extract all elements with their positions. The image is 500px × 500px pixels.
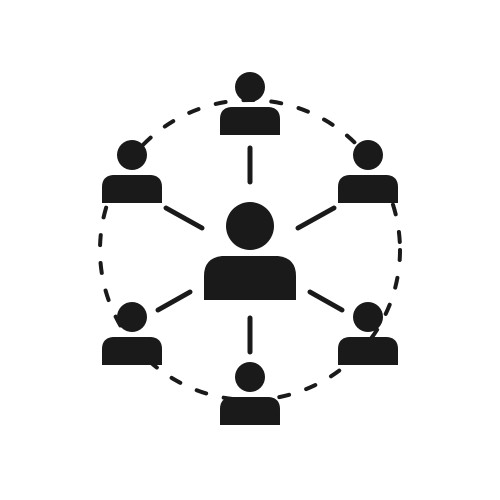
connector-upper-right <box>295 205 337 231</box>
person-icon-center <box>204 202 296 300</box>
person-icon-upper-right <box>338 140 398 203</box>
person-icon-top <box>220 72 280 135</box>
person-icon-lower-left <box>102 302 162 365</box>
person-icon-lower-right <box>338 302 398 365</box>
connector-lines <box>155 145 345 355</box>
connector-lower-right <box>307 289 345 313</box>
connector-upper-left <box>163 205 205 231</box>
person-icon-bottom <box>220 362 280 425</box>
connector-lower-left <box>155 289 193 313</box>
person-icon-upper-left <box>102 140 162 203</box>
